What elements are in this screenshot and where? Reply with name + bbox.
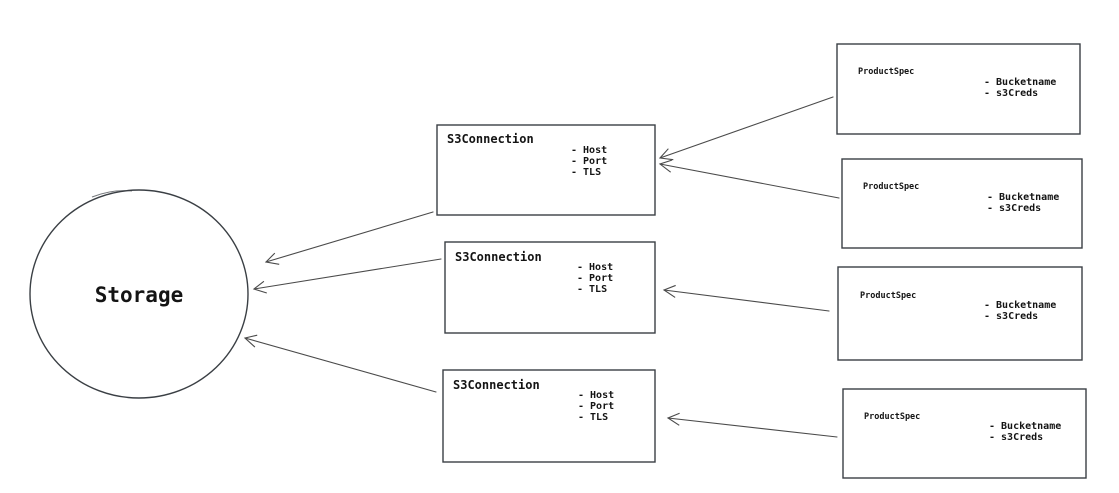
- storage-circle: [29, 189, 249, 399]
- product-spec-node-2: ProductSpec - Bucketname - s3Creds: [841, 158, 1083, 249]
- s3-connection-attr: - Port: [577, 273, 613, 284]
- s3-connection-box: [444, 241, 656, 334]
- arrows: [243, 96, 840, 438]
- product-spec-attr: - Bucketname: [987, 192, 1059, 203]
- s3-connection-attr: - TLS: [578, 412, 608, 423]
- product-spec-attr: - Bucketname: [989, 421, 1061, 432]
- s3-connection-node-2: S3Connection - Host - Port - TLS: [444, 241, 656, 334]
- product-spec-box: [837, 266, 1083, 361]
- product-spec-attr: - s3Creds: [989, 432, 1043, 443]
- s3-connection-attr: - TLS: [577, 284, 607, 295]
- product-spec-title: ProductSpec: [864, 412, 920, 422]
- arrow-productspec-2-to-s3connection-1: [658, 159, 840, 199]
- s3-connection-attr: - Port: [578, 401, 614, 412]
- product-spec-attr: - Bucketname: [984, 300, 1056, 311]
- storage-label: Storage: [95, 283, 184, 307]
- product-spec-box: [842, 388, 1087, 479]
- arrow-productspec-4-to-s3connection-3: [666, 412, 838, 438]
- s3-connection-node-1: S3Connection - Host - Port - TLS: [436, 124, 656, 216]
- product-spec-node-1: ProductSpec - Bucketname - s3Creds: [836, 43, 1081, 135]
- s3-connection-attr: - Port: [571, 156, 607, 167]
- arrow-s3connection-2-to-storage: [252, 258, 442, 294]
- product-spec-node-3: ProductSpec - Bucketname - s3Creds: [837, 266, 1083, 361]
- arrow-productspec-3-to-s3connection-2: [662, 284, 830, 312]
- arrow-productspec-1-to-s3connection-1: [658, 96, 834, 161]
- product-spec-node-4: ProductSpec - Bucketname - s3Creds: [842, 388, 1087, 479]
- storage-circle-pen-overlap: [91, 190, 133, 198]
- product-spec-title: ProductSpec: [858, 67, 914, 77]
- s3-connection-title: S3Connection: [453, 378, 540, 392]
- s3-connection-attr: - TLS: [571, 167, 601, 178]
- s3-connection-attr: - Host: [578, 390, 614, 401]
- arrow-s3connection-1-to-storage: [264, 211, 434, 265]
- product-spec-box: [841, 158, 1083, 249]
- product-spec-attr: - s3Creds: [984, 88, 1038, 99]
- product-spec-attr: - s3Creds: [984, 311, 1038, 322]
- product-spec-title: ProductSpec: [860, 291, 916, 301]
- product-spec-title: ProductSpec: [863, 182, 919, 192]
- s3-connection-box: [436, 124, 656, 216]
- product-spec-box: [836, 43, 1081, 135]
- s3-connection-title: S3Connection: [447, 132, 534, 146]
- product-spec-attr: - s3Creds: [987, 203, 1041, 214]
- s3-connection-attr: - Host: [577, 262, 613, 273]
- product-spec-attr: - Bucketname: [984, 77, 1056, 88]
- s3-connection-node-3: S3Connection - Host - Port - TLS: [442, 369, 656, 463]
- s3-connection-box: [442, 369, 656, 463]
- s3-connection-title: S3Connection: [455, 250, 542, 264]
- storage-node: Storage: [29, 189, 249, 399]
- arrow-s3connection-3-to-storage: [243, 334, 437, 393]
- s3-connection-attr: - Host: [571, 145, 607, 156]
